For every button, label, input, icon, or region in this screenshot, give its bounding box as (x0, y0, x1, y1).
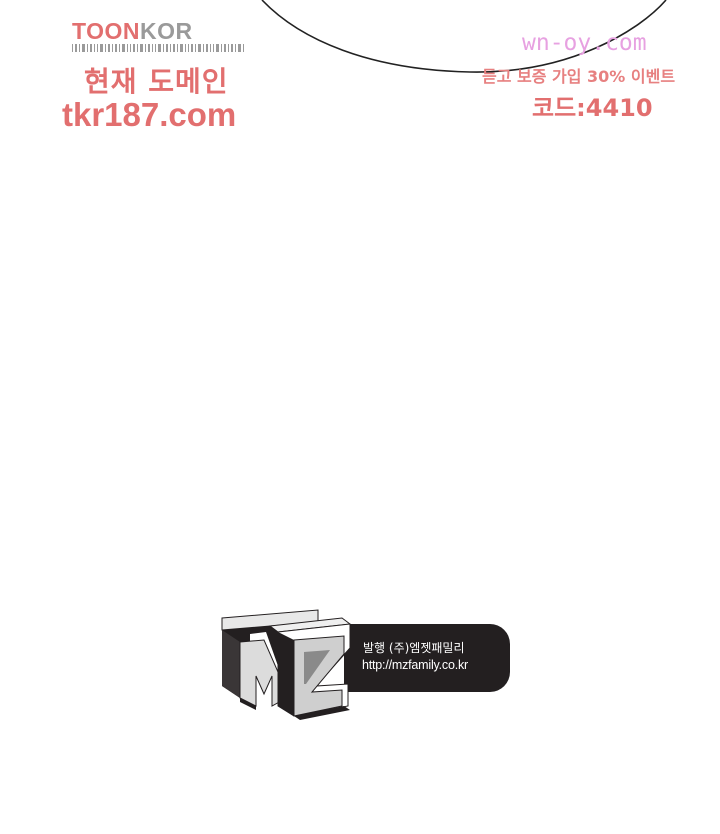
watermark-domain: tkr187.com (62, 96, 237, 133)
publisher-url: http://mzfamily.co.kr (362, 658, 469, 672)
brand-part1: TOON (72, 18, 141, 44)
mz-logo-icon (221, 609, 352, 720)
watermark-site: wn-oy.com (522, 30, 647, 56)
watermark-code: 코드:4410 (532, 94, 653, 122)
publisher-name: 발행 (주)엠젯패밀리 (363, 641, 465, 655)
watermark-event: 듣고 보증 가입 30% 이벤트 (482, 67, 676, 86)
watermark-domain-label: 현재 도메인 (84, 65, 229, 98)
brand-part2: KOR (140, 18, 193, 44)
publisher-logo: 발행 (주)엠젯패밀리 http://mzfamily.co.kr (220, 606, 510, 722)
watermark-brand: TOONKOR (72, 18, 193, 45)
speech-bubble-outline (261, 0, 667, 73)
barcode-icon (72, 44, 244, 52)
publisher-label-box (344, 624, 510, 692)
